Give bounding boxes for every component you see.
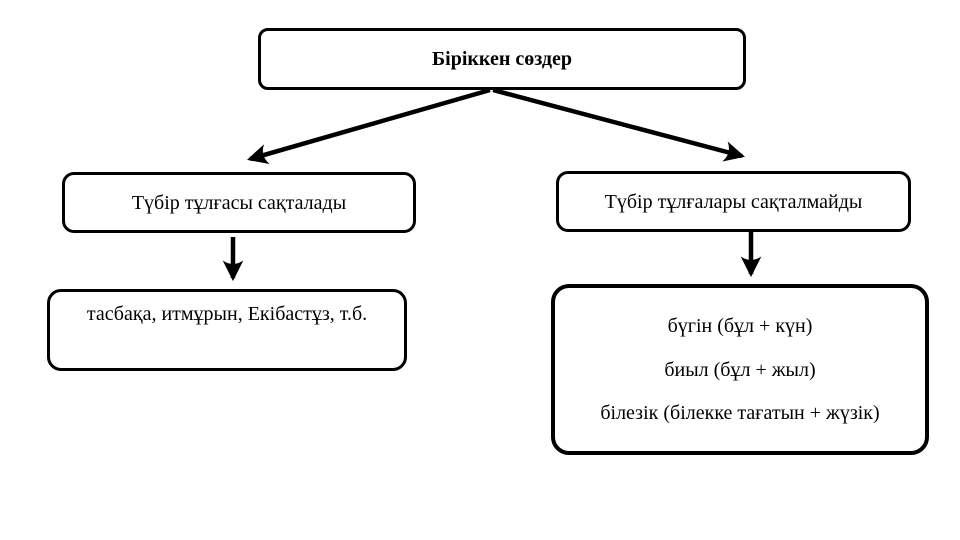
right-examples-box: бүгін (бұл + күн) биыл (бұл + жыл) білез… bbox=[551, 284, 929, 455]
left-examples-text: тасбақа, итмұрын, Екібастұз, т.б. bbox=[86, 303, 368, 325]
left-branch-box: Түбір тұлғасы сақталады bbox=[62, 172, 416, 233]
right-branch-box: Түбір тұлғалары сақталмайды bbox=[556, 171, 911, 232]
arrow-root-to-left bbox=[247, 87, 491, 165]
root-box: Біріккен сөздер bbox=[258, 28, 746, 90]
right-example-line: биыл (бұл + жыл) bbox=[664, 358, 816, 381]
left-examples-box: тасбақа, итмұрын, Екібастұз, т.б. bbox=[47, 289, 407, 371]
left-branch-label: Түбір тұлғасы сақталады bbox=[131, 191, 347, 214]
right-branch-label: Түбір тұлғалары сақталмайды bbox=[604, 190, 863, 213]
root-box-label: Біріккен сөздер bbox=[431, 48, 573, 70]
right-example-line: бүгін (бұл + күн) bbox=[667, 314, 813, 337]
arrow-root-to-right bbox=[492, 87, 746, 162]
right-example-line: білезік (білекке тағатын + жүзік) bbox=[600, 402, 880, 425]
